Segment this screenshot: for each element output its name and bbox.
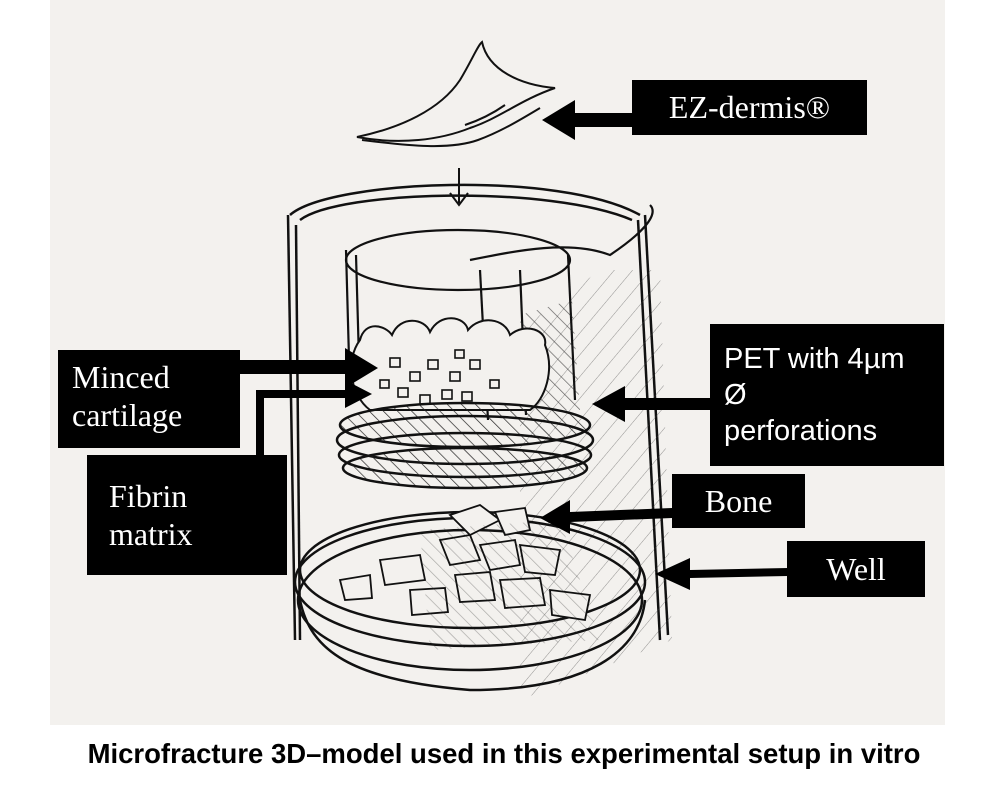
arrow-pet [592, 386, 710, 422]
label-well-text: Well [826, 550, 886, 587]
label-pet-perforations-text: PET with 4µm Ø perforations [724, 342, 905, 448]
pet-membrane [335, 401, 595, 490]
label-bone: Bone [672, 474, 805, 528]
label-well: Well [787, 541, 925, 597]
figure-caption: Microfracture 3D–model used in this expe… [87, 738, 921, 769]
pointer-arrows [240, 100, 788, 590]
sketch-drawing [286, 40, 672, 700]
arrow-fibrin-matrix [256, 380, 372, 455]
ez-dermis-membrane [356, 40, 556, 148]
label-fibrin-matrix: Fibrin matrix [87, 455, 287, 575]
arrow-well [655, 558, 788, 590]
label-bone-text: Bone [704, 482, 773, 519]
arrow-ez-dermis [542, 100, 635, 140]
label-minced-cartilage: Minced cartilage [58, 350, 240, 448]
label-pet-perforations: PET with 4µm Ø perforations [710, 324, 944, 466]
label-ez-dermis-text: EZ-dermis® [668, 89, 831, 126]
label-minced-cartilage-text: Minced cartilage [72, 359, 183, 434]
arrows-layer [240, 100, 788, 590]
cartilage-pieces [379, 349, 500, 405]
label-ez-dermis: EZ-dermis® [632, 80, 867, 135]
label-fibrin-matrix-text: Fibrin matrix [109, 477, 193, 552]
arrow-bone [540, 500, 672, 534]
arrow-minced-cartilage [240, 348, 378, 388]
